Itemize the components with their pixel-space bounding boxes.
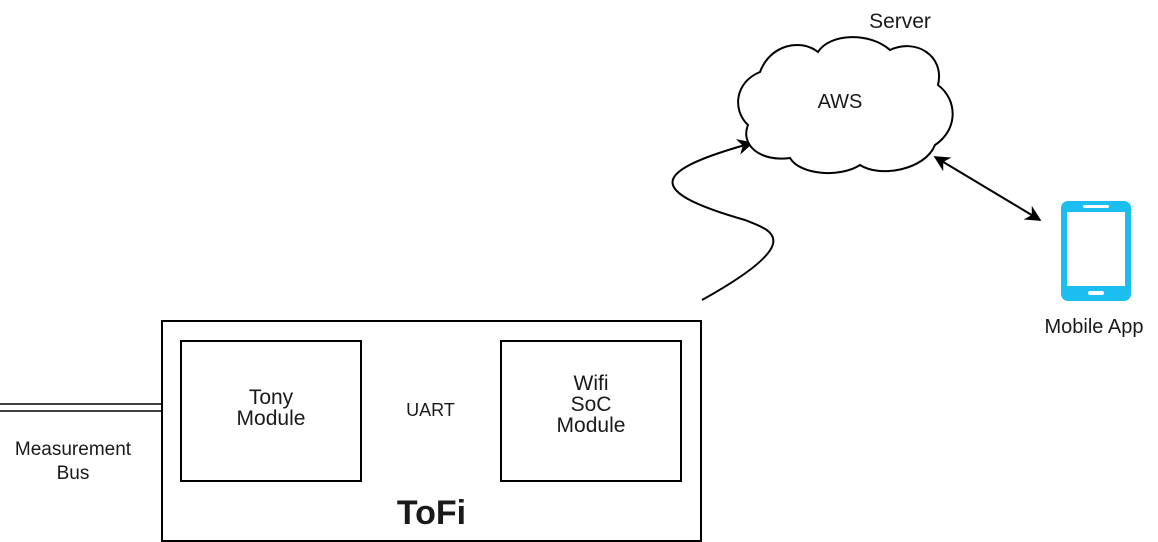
tony-module-label: Tony Module bbox=[236, 386, 306, 430]
cloud-mobile-arrow bbox=[933, 156, 1042, 221]
measurement-bus-label: Measurement Bus bbox=[14, 439, 132, 484]
aws-label: AWS bbox=[817, 91, 863, 113]
measurement-bus-line bbox=[0, 403, 181, 412]
wifi-soc-module-label: Wifi SoC Module bbox=[556, 372, 626, 437]
server-title: Server bbox=[869, 10, 931, 33]
uart-label: UART bbox=[402, 400, 459, 421]
tony-module-box bbox=[180, 340, 362, 482]
wireless-link-curve bbox=[671, 139, 775, 301]
aws-cloud-shape bbox=[737, 36, 954, 175]
tofi-title: ToFi bbox=[396, 494, 467, 532]
mobile-app-label: Mobile App bbox=[1044, 316, 1144, 338]
wifi-soc-module-box bbox=[500, 340, 682, 482]
mobile-phone-icon bbox=[1061, 201, 1131, 301]
